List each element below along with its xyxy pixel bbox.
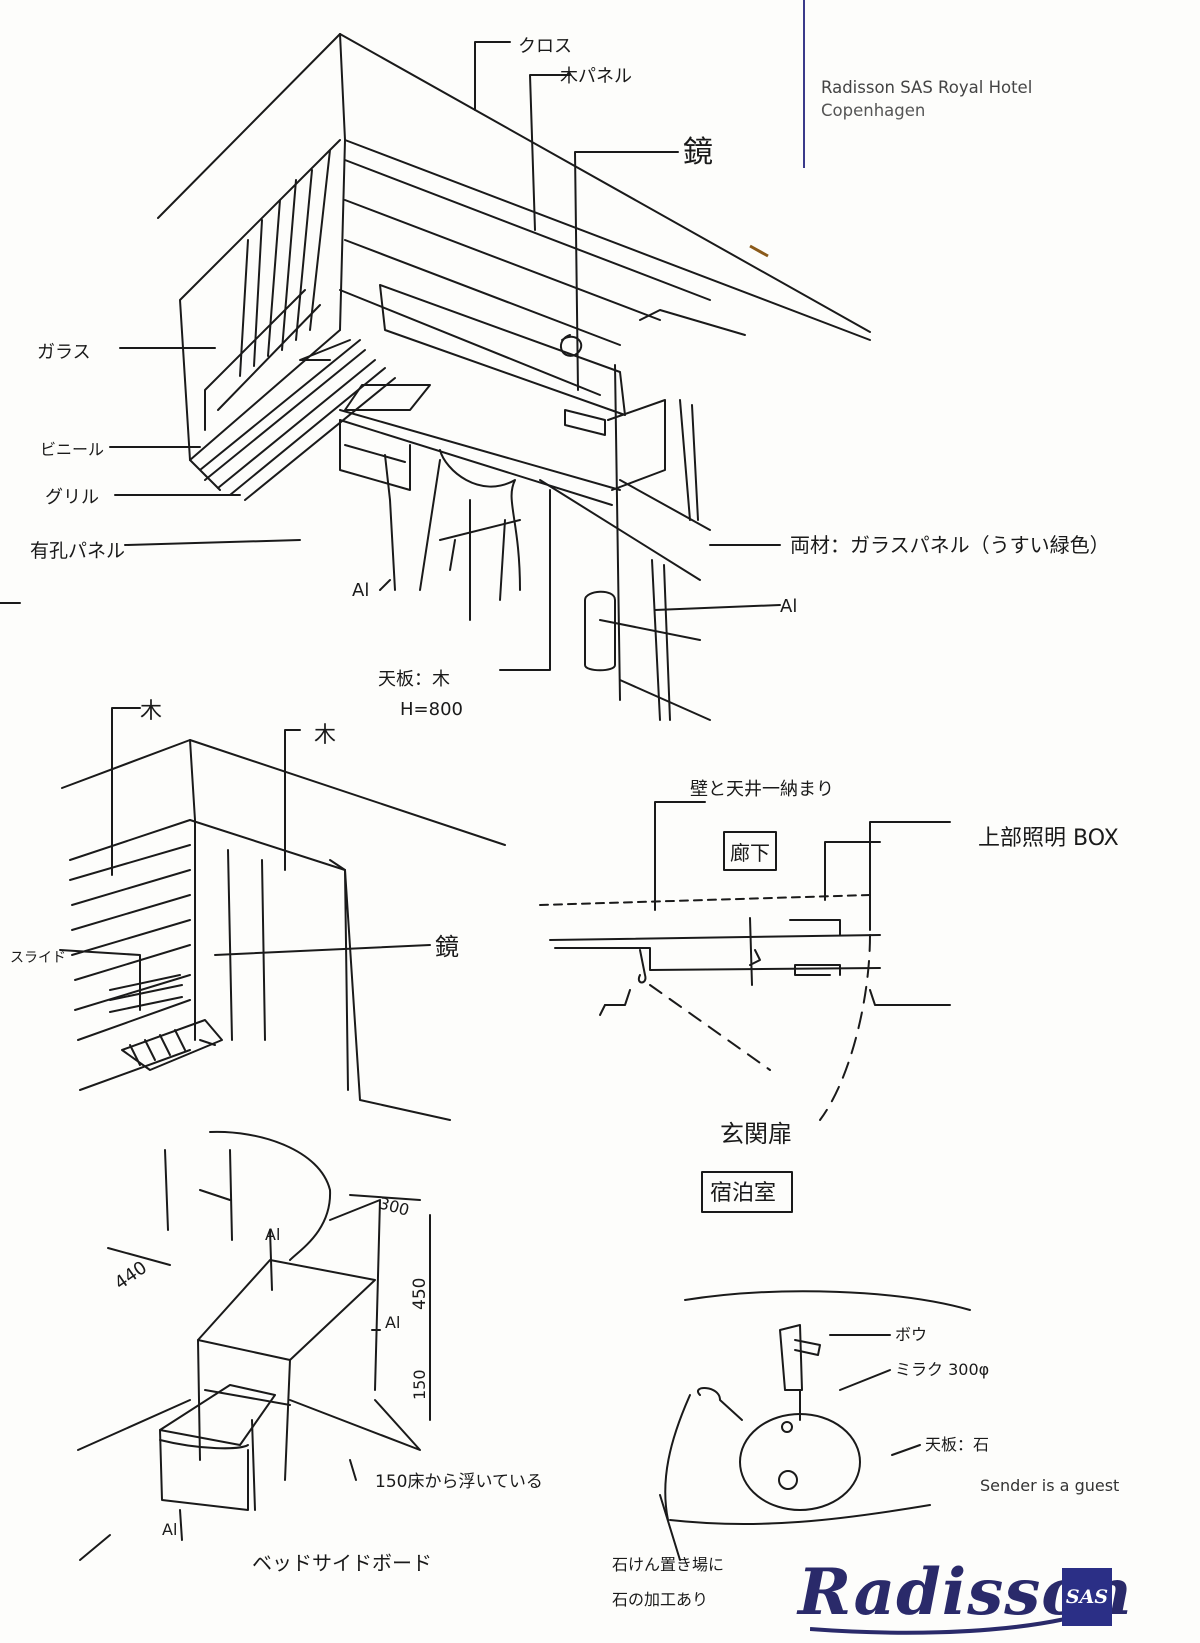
dim-gap: 150 <box>410 1369 429 1400</box>
label-al-right: Al <box>780 596 797 617</box>
desk-area-sketch <box>157 33 871 721</box>
dim-height: 450 <box>410 1278 430 1310</box>
dim-depth: 300 <box>377 1194 411 1220</box>
label-corridor: 廊下 <box>730 841 770 865</box>
guest-room-box <box>701 1171 793 1213</box>
sas-badge: SAS <box>1062 1568 1112 1626</box>
label-basin: ミラク 300φ <box>895 1360 989 1379</box>
dim-width: 440 <box>111 1257 151 1294</box>
basin-sketch <box>664 1290 971 1526</box>
section-detail-sketch <box>539 894 951 1121</box>
label-wood-b: 木 <box>314 723 336 748</box>
label-vinyl: ビニール <box>40 440 104 459</box>
label-soap-note-1: 石けん置き場に <box>612 1555 724 1574</box>
label-wood-panel: 木パネル <box>560 66 632 87</box>
label-wood-a: 木 <box>140 699 162 724</box>
label-al-bottom: Al <box>162 1520 177 1539</box>
label-mirror: 鏡 <box>683 135 713 170</box>
label-top-stone: 天板：石 <box>925 1435 989 1454</box>
label-slide: スライド <box>10 950 66 966</box>
header-divider-line <box>803 0 805 168</box>
logo-swash <box>810 1617 1066 1635</box>
leader-lines-4 <box>79 1229 381 1561</box>
label-upper-light: 上部照明 BOX <box>978 826 1119 851</box>
label-float-note: 150床から浮いている <box>375 1472 543 1492</box>
pen-stroke-mark <box>749 244 769 258</box>
label-grill: グリル <box>45 487 99 508</box>
label-wall-ceiling: 壁と天井一納まり <box>690 779 834 800</box>
hotel-header: Radisson SAS Royal Hotel Copenhagen <box>821 78 1032 120</box>
corridor-box <box>723 831 777 871</box>
label-mirror-2: 鏡 <box>435 933 459 961</box>
sender-note: Sender is a guest <box>980 1476 1120 1495</box>
label-al-top: Al <box>265 1225 280 1244</box>
label-faucet: ボウ <box>895 1325 927 1344</box>
leader-lines-5 <box>659 1334 921 1561</box>
radisson-sas-logo: Radisson SAS <box>790 1555 1131 1643</box>
label-entrance-door: 玄関扉 <box>720 1120 792 1148</box>
leader-lines-2 <box>59 707 431 1011</box>
leader-lines-3 <box>654 801 951 931</box>
hotel-city: Copenhagen <box>821 101 926 120</box>
wardrobe-sketch <box>61 739 506 1121</box>
label-al-side: Al <box>385 1313 400 1332</box>
label-soap-note-2: 石の加工あり <box>612 1590 708 1609</box>
hotel-name: Radisson SAS Royal Hotel <box>821 78 1033 97</box>
label-perforated-panel: 有孔パネル <box>30 540 125 562</box>
label-al-left: Al <box>352 580 369 601</box>
leader-lines-1 <box>109 41 781 611</box>
label-caption: ベッドサイドボード <box>252 1551 432 1575</box>
label-guest-room: 宿泊室 <box>710 1181 776 1206</box>
label-height: H=800 <box>400 699 463 720</box>
label-side-glass: 両材：ガラスパネル（うすい緑色） <box>790 533 1110 557</box>
label-glass: ガラス <box>37 342 91 363</box>
label-top-wood: 天板：木 <box>378 669 450 690</box>
label-cloth: クロス <box>518 36 572 57</box>
bedside-board-sketch <box>77 1130 431 1511</box>
